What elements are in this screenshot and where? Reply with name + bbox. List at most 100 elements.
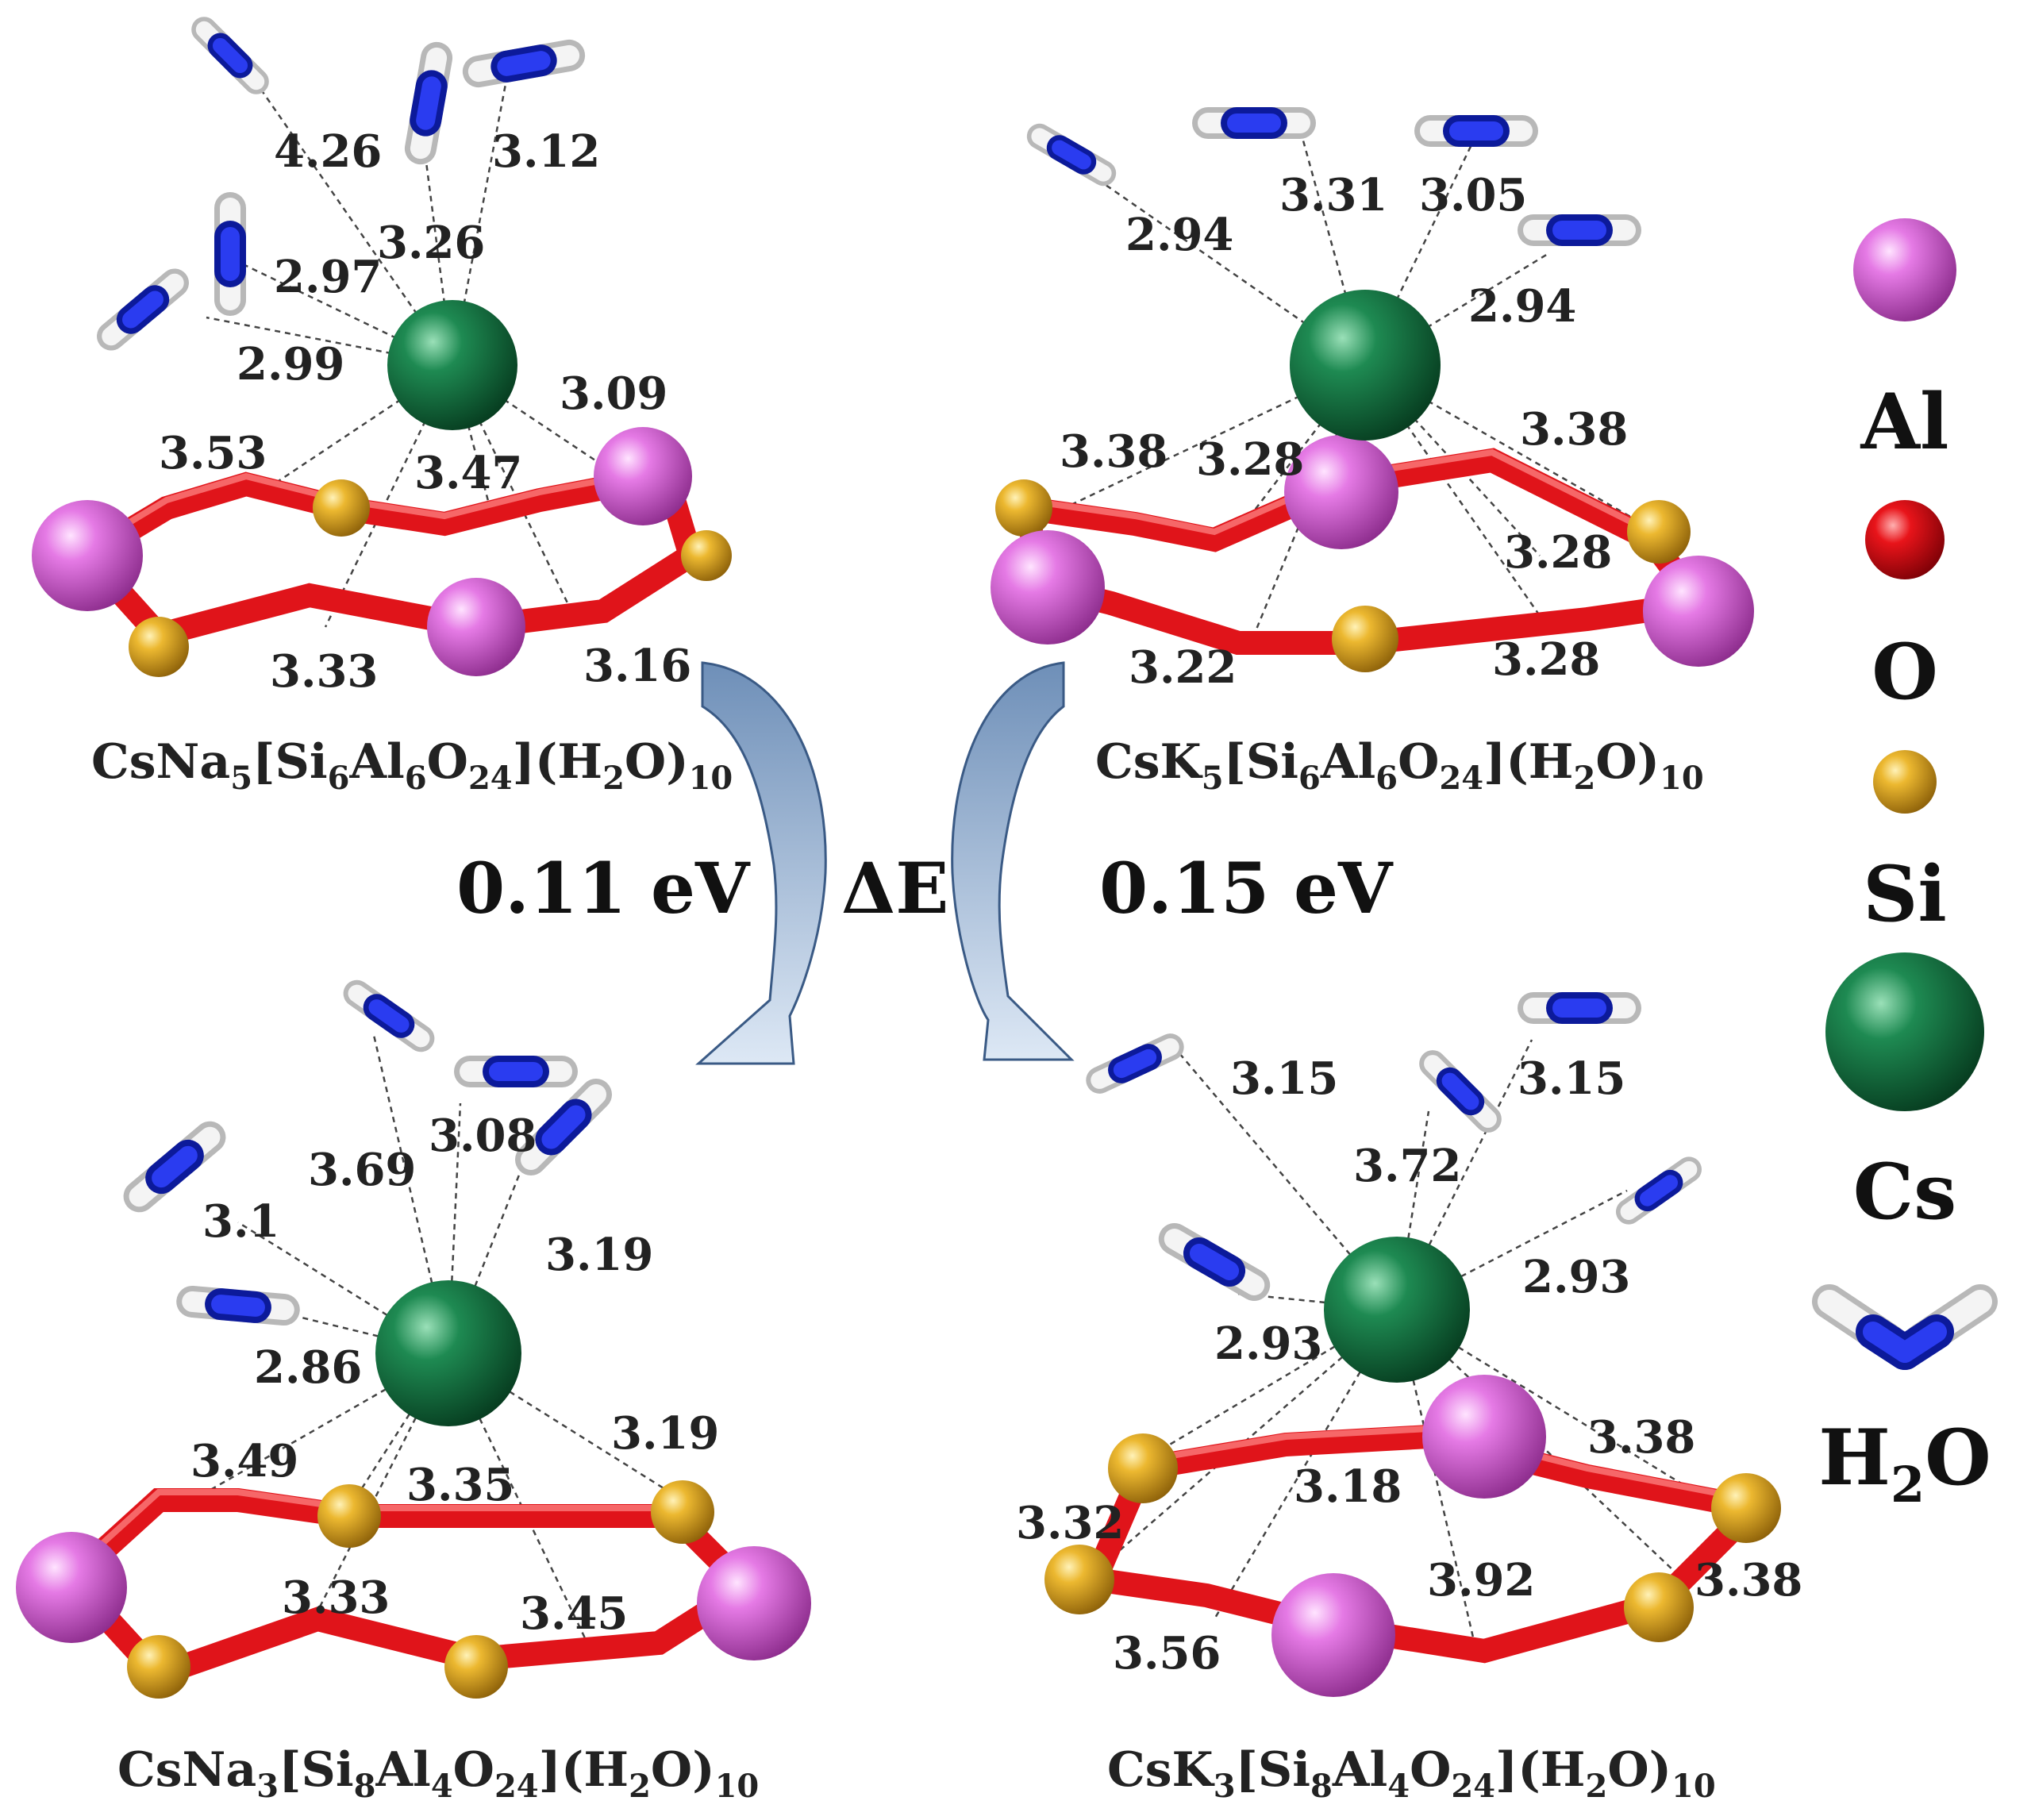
framework-ring (32, 427, 732, 677)
distance-labels: 3.15 3.15 3.72 2.93 2.93 3.38 3.18 3.32 … (1016, 1052, 1802, 1680)
cs-atom (387, 300, 517, 430)
distance-label: 3.26 (377, 217, 485, 269)
distance-label: 3.56 (1113, 1627, 1221, 1680)
al-atom (32, 500, 143, 611)
panel-bottom-left: 3.08 3.69 3.1 3.19 2.86 3.49 3.35 3.19 3… (16, 994, 811, 1805)
legend-o-label: O (1872, 627, 1938, 717)
distance-label: 3.1 (202, 1195, 279, 1248)
distance-label: 3.38 (1587, 1411, 1695, 1464)
distance-label: 3.45 (520, 1587, 628, 1640)
framework-ring (1044, 1375, 1781, 1697)
distance-label: 2.99 (237, 338, 344, 391)
al-atom (1271, 1573, 1395, 1697)
si-atom (1624, 1572, 1694, 1642)
distance-label: 3.09 (560, 367, 667, 420)
distance-label: 3.15 (1230, 1052, 1338, 1105)
distance-labels: 4.26 3.12 3.26 2.97 2.99 3.09 3.53 3.47 … (159, 125, 691, 698)
distance-label: 3.72 (1353, 1140, 1461, 1192)
al-atom (427, 578, 525, 676)
si-atom (444, 1635, 508, 1699)
al-atom (991, 530, 1105, 645)
legend-cs-label: Cs (1853, 1147, 1956, 1237)
legend: Al O Si Cs H2O (1812, 218, 1998, 1514)
legend-si-sphere (1873, 750, 1937, 814)
al-atom (594, 427, 692, 525)
legend-o-sphere (1865, 500, 1945, 579)
distance-label: 4.26 (274, 125, 382, 178)
panel-top-left: 4.26 3.12 3.26 2.97 2.99 3.09 3.53 3.47 … (32, 29, 733, 797)
delta-e-label: ΔE (841, 847, 948, 929)
legend-cs-sphere (1825, 952, 1984, 1111)
legend-si-label: Si (1863, 849, 1947, 939)
distance-label: 3.33 (282, 1572, 390, 1624)
distance-label: 3.22 (1129, 641, 1237, 694)
formula-label: CsK3[Si8Al4O24](H2O)10 (1107, 1742, 1716, 1805)
distance-label: 3.38 (1695, 1554, 1802, 1606)
framework-ring (16, 1480, 811, 1699)
distance-labels: 3.08 3.69 3.1 3.19 2.86 3.49 3.35 3.19 3… (190, 1110, 719, 1640)
al-atom (697, 1546, 811, 1660)
legend-water-label: H2O (1818, 1413, 1991, 1514)
distance-label: 3.16 (583, 640, 691, 692)
distance-label: 3.12 (492, 125, 600, 178)
energy-value-right: 0.15 eV (1099, 847, 1394, 929)
si-atom (127, 1635, 190, 1699)
si-atom (1711, 1473, 1781, 1543)
distance-label: 3.15 (1518, 1052, 1625, 1105)
distance-label: 3.08 (429, 1110, 537, 1162)
al-atom (1284, 435, 1398, 549)
distance-label: 2.94 (1125, 209, 1233, 261)
distance-label: 3.28 (1504, 526, 1612, 579)
distance-label: 3.19 (545, 1229, 653, 1281)
si-atom (313, 479, 370, 537)
distance-label: 3.69 (308, 1144, 416, 1196)
distance-label: 3.32 (1016, 1497, 1124, 1549)
distance-label: 3.05 (1419, 169, 1527, 221)
si-atom (995, 479, 1052, 537)
distance-label: 3.28 (1492, 633, 1600, 686)
distance-label: 3.38 (1060, 425, 1168, 478)
si-atom (1332, 606, 1398, 672)
si-atom (129, 617, 189, 677)
distance-label: 3.31 (1279, 169, 1387, 221)
energy-value-left: 0.11 eV (456, 847, 751, 929)
legend-al-label: Al (1860, 377, 1949, 467)
distance-label: 3.53 (159, 427, 267, 479)
distance-labels: 3.31 3.05 2.94 2.94 3.38 3.28 3.38 3.28 … (1060, 169, 1628, 694)
distance-label: 3.49 (190, 1435, 298, 1487)
distance-label: 2.93 (1522, 1251, 1630, 1303)
framework-ring (991, 435, 1754, 672)
formula-label: CsNa5[Si6Al6O24](H2O)10 (91, 734, 733, 797)
right-curved-arrow (951, 661, 1075, 1061)
distance-label: 2.94 (1468, 280, 1576, 333)
formula-label: CsNa3[Si8Al4O24](H2O)10 (117, 1742, 759, 1805)
al-atom (16, 1532, 127, 1643)
distance-label: 3.19 (611, 1407, 719, 1460)
distance-label: 3.35 (406, 1459, 514, 1511)
formula-label: CsK5[Si6Al6O24](H2O)10 (1095, 734, 1704, 797)
cs-atom (375, 1280, 521, 1426)
left-curved-arrow (695, 661, 827, 1065)
distance-label: 3.33 (270, 645, 378, 698)
energy-transition: ΔE 0.11 eV 0.15 eV (456, 661, 1394, 1065)
si-atom (317, 1484, 381, 1548)
distance-label: 3.38 (1520, 403, 1628, 456)
distance-label: 3.28 (1196, 433, 1304, 486)
legend-al-sphere (1853, 218, 1956, 321)
si-atom (1627, 500, 1691, 564)
legend-water-molecule (1812, 1284, 1998, 1370)
distance-label: 2.97 (274, 251, 382, 303)
si-atom (1044, 1545, 1114, 1614)
si-atom (651, 1480, 714, 1544)
distance-label: 3.18 (1294, 1460, 1402, 1513)
distance-label: 2.86 (254, 1341, 362, 1394)
cs-atom (1290, 290, 1441, 441)
distance-label: 3.92 (1427, 1554, 1535, 1606)
si-atom (1108, 1433, 1178, 1503)
panel-top-right: 3.31 3.05 2.94 2.94 3.38 3.28 3.38 3.28 … (991, 123, 1754, 797)
distance-label: 3.47 (414, 447, 522, 499)
panel-bottom-right: 3.15 3.15 3.72 2.93 2.93 3.38 3.18 3.32 … (1016, 1008, 1802, 1805)
distance-label: 2.93 (1214, 1318, 1322, 1370)
si-atom (681, 530, 732, 581)
